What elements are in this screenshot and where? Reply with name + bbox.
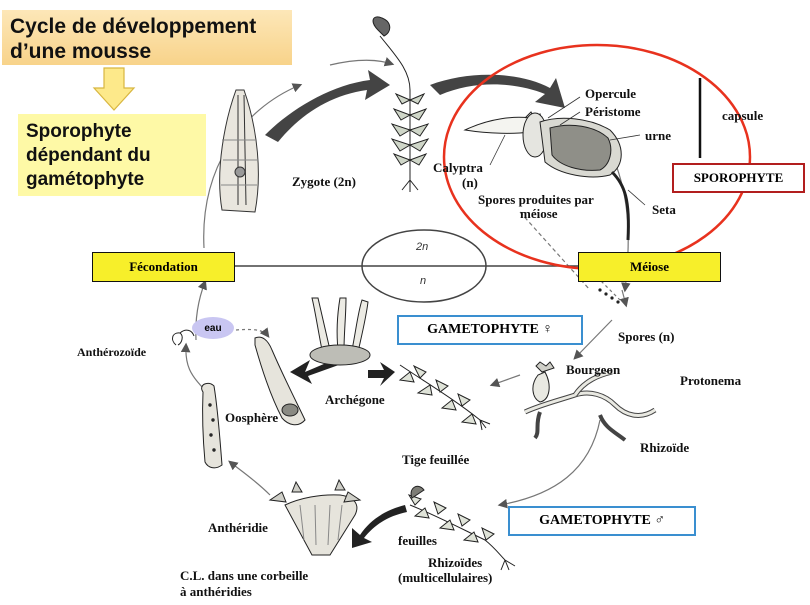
- zygote-label: Zygote (2n): [292, 174, 356, 189]
- sporophyte-note: Sporophyte dépendant du gamétophyte: [18, 114, 206, 196]
- ploidy-divider: [235, 229, 578, 303]
- calyptra-label: Calyptra: [433, 160, 483, 175]
- protonema-label: Protonema: [680, 373, 742, 388]
- seta-label: Seta: [652, 202, 676, 217]
- title-line-1: Cycle de développement: [10, 15, 257, 38]
- note-line-1: Sporophyte: [26, 121, 132, 142]
- title-line-2: d’une mousse: [10, 40, 152, 63]
- gametophyte-female-label: GAMETOPHYTE ♀: [427, 322, 553, 337]
- spores-n-label: Spores (n): [618, 329, 675, 344]
- sporophyte-label: SPOROPHYTE: [693, 170, 784, 185]
- gametophyte-female-box: GAMETOPHYTE ♀: [397, 315, 583, 345]
- diagram-title: Cycle de développement d’une mousse: [2, 10, 292, 65]
- opercule-label: Opercule: [585, 86, 637, 101]
- spores-produites-label-1: Spores produites par: [478, 192, 594, 207]
- oosphere-illustration: [254, 336, 306, 426]
- fecondation-label: Fécondation: [129, 259, 198, 274]
- note-line-3: gamétophyte: [26, 169, 145, 190]
- down-arrow-icon: [92, 67, 136, 111]
- rhizoide-label: Rhizoïde: [640, 440, 690, 455]
- spores-produites-label-2: méiose: [520, 206, 558, 221]
- meiose-label: Méiose: [630, 259, 669, 274]
- haploid-label: n: [420, 275, 427, 287]
- archegone-label: Archégone: [325, 392, 385, 407]
- sporophyte-box: SPOROPHYTE: [672, 163, 805, 193]
- antheridie-label: Anthéridie: [208, 520, 268, 535]
- capsule-illustration: [463, 111, 630, 241]
- protonema-illustration: [523, 361, 657, 442]
- cycle-flow-lines: [180, 57, 631, 509]
- antheridie-illustration: [201, 382, 223, 469]
- antherozoide-label: Anthérozoïde: [77, 345, 147, 359]
- rhizoides-label-1: Rhizoïdes: [428, 555, 483, 570]
- meiose-box: Méiose: [578, 252, 721, 282]
- zygote-illustration: [219, 89, 259, 213]
- big-flow-arrows: [265, 70, 565, 548]
- tige-feuillee-label: Tige feuillée: [402, 452, 470, 467]
- cl-label-2: à anthéridies: [180, 584, 252, 599]
- capsule-label: capsule: [722, 108, 764, 123]
- spores-dots: [598, 288, 620, 304]
- rhizoides-label-2: (multicellulaires): [398, 570, 493, 585]
- gametophyte-male-box: GAMETOPHYTE ♂: [508, 506, 696, 536]
- antherozoide-icon: [172, 329, 195, 346]
- label-leaders: [489, 96, 646, 206]
- calyptra-n-label: (n): [462, 175, 478, 190]
- archegone-illustration: [309, 297, 371, 366]
- oosphere-label: Oosphère: [225, 410, 279, 425]
- moss-sporophyte-illustration: [372, 16, 430, 192]
- female-leafy-stem-illustration: [398, 364, 491, 431]
- peristome-label: Péristome: [585, 104, 641, 119]
- diploid-label: 2n: [416, 241, 429, 253]
- bourgeon-label: Bourgeon: [566, 362, 621, 377]
- male-leafy-stem-illustration: [407, 485, 516, 571]
- urne-label: urne: [645, 128, 671, 143]
- feuilles-label: feuilles: [398, 533, 437, 548]
- cl-label-1: C.L. dans une corbeille: [180, 568, 309, 583]
- corbeille-illustration: [268, 478, 362, 556]
- note-line-2: dépendant du: [26, 145, 151, 166]
- eau-bubble: eau: [192, 317, 234, 339]
- gametophyte-male-label: GAMETOPHYTE ♂: [539, 513, 665, 528]
- eau-label: eau: [204, 322, 222, 334]
- fecondation-box: Fécondation: [92, 252, 235, 282]
